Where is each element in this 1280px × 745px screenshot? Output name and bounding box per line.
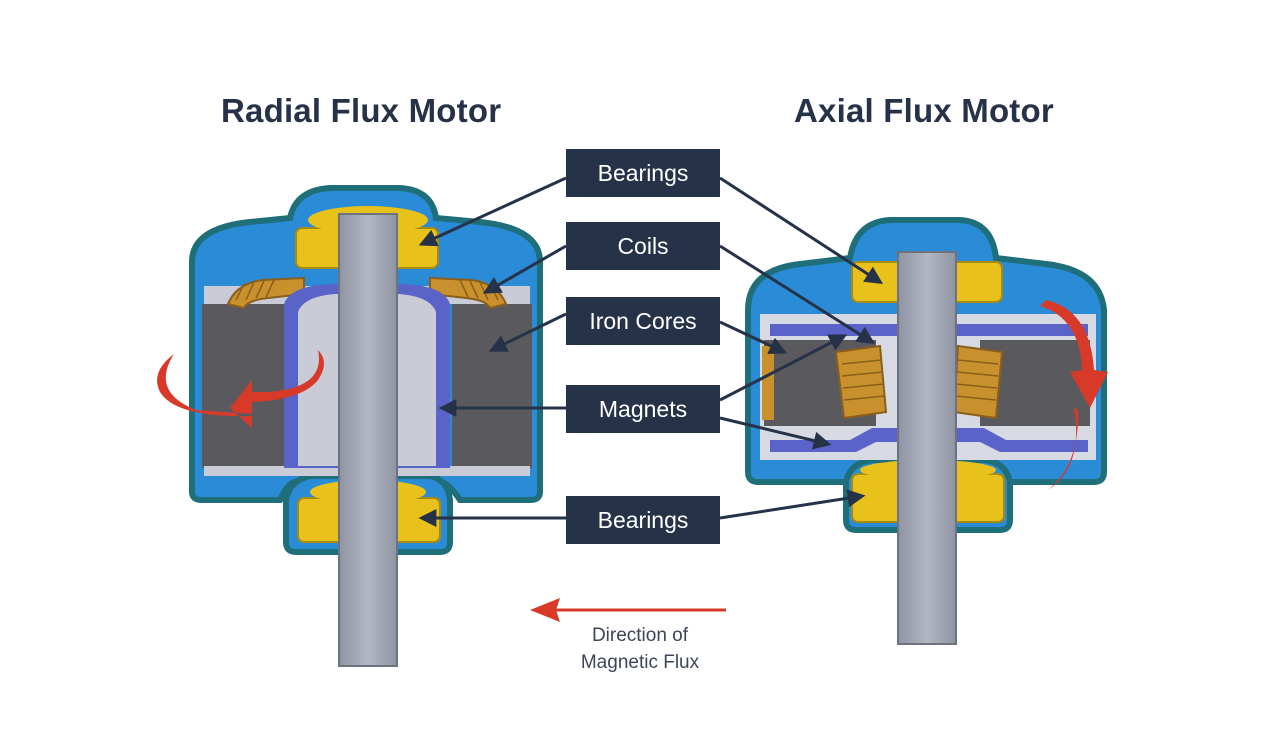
arrow-iron-left <box>488 312 567 352</box>
arrow-coils-left <box>482 244 567 294</box>
flux-caption-line2: Magnetic Flux <box>580 652 700 673</box>
radial-flux-motor-title: Radial Flux Motor <box>221 92 502 129</box>
arrow-magnets-right-bottom <box>719 416 832 450</box>
arrow-magnets-right-top <box>719 334 848 402</box>
axial-coils-right <box>952 344 1004 420</box>
radial-motor <box>157 185 543 667</box>
axial-coils-left <box>834 344 888 420</box>
arrow-iron-right <box>719 320 788 355</box>
axial-flux-motor-title: Axial Flux Motor <box>794 92 1054 129</box>
label-iron-cores: Iron Cores <box>566 297 720 345</box>
arrow-bearings-top-right <box>719 176 884 284</box>
flux-caption-line1: Direction of <box>591 625 689 646</box>
axial-rotation-arrow <box>1040 300 1108 490</box>
radial-shaft <box>338 213 398 667</box>
axial-shaft <box>897 251 957 645</box>
radial-rotation-arrow <box>157 350 324 428</box>
label-coils: Coils <box>566 222 720 270</box>
axial-coil-windings <box>841 359 999 401</box>
callout-arrows <box>418 176 884 527</box>
radial-iron-core-right <box>452 304 532 468</box>
label-magnets: Magnets <box>566 385 720 433</box>
label-bearings-bottom: Bearings <box>566 496 720 544</box>
axial-motor <box>745 217 1108 645</box>
radial-iron-core-left <box>202 304 284 468</box>
arrow-bearings-bottom-right <box>719 489 866 520</box>
flux-direction-arrow <box>530 598 726 622</box>
label-bearings-top: Bearings <box>566 149 720 197</box>
arrow-coils-right <box>719 244 876 344</box>
axial-edge-coil-left <box>762 346 774 420</box>
flux-direction-caption: Direction of Magnetic Flux <box>555 622 725 676</box>
arrow-bearings-top-left <box>418 176 567 247</box>
